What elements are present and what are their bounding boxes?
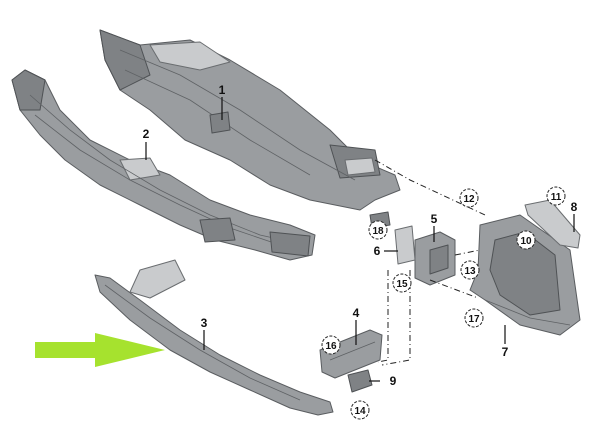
callout-15: 15 [396, 279, 408, 290]
circled-callouts: 10 11 12 13 14 15 16 17 18 [321, 186, 566, 420]
mounting-plate [394, 225, 416, 265]
callout-8: 8 [571, 200, 578, 214]
callout-16: 16 [325, 341, 337, 352]
small-clip [347, 369, 373, 393]
callout-10: 10 [520, 236, 532, 247]
callout-12: 12 [463, 194, 475, 205]
callout-1: 1 [219, 83, 226, 97]
callout-18: 18 [372, 226, 384, 237]
callout-numbers: 1 2 3 4 5 6 7 8 9 [143, 83, 578, 388]
energy-absorber [11, 69, 316, 261]
leader-lines [145, 97, 575, 382]
callout-4: 4 [353, 306, 360, 320]
callout-11: 11 [551, 192, 562, 203]
callout-6: 6 [374, 244, 381, 258]
callout-2: 2 [143, 127, 150, 141]
callout-13: 13 [464, 266, 476, 277]
bumper-carrier-beam [99, 29, 401, 211]
assembly-lines [374, 159, 486, 366]
callout-3: 3 [201, 316, 208, 330]
callout-17: 17 [468, 314, 480, 325]
callout-9: 9 [390, 374, 397, 388]
direction-arrow [35, 333, 165, 367]
lower-trim-strip [94, 259, 334, 416]
radiator-support-frame [469, 214, 581, 336]
lower-bracket [319, 329, 383, 379]
callout-5: 5 [431, 212, 438, 226]
callout-14: 14 [354, 406, 366, 417]
callout-7: 7 [502, 345, 509, 359]
side-bracket [414, 231, 456, 286]
